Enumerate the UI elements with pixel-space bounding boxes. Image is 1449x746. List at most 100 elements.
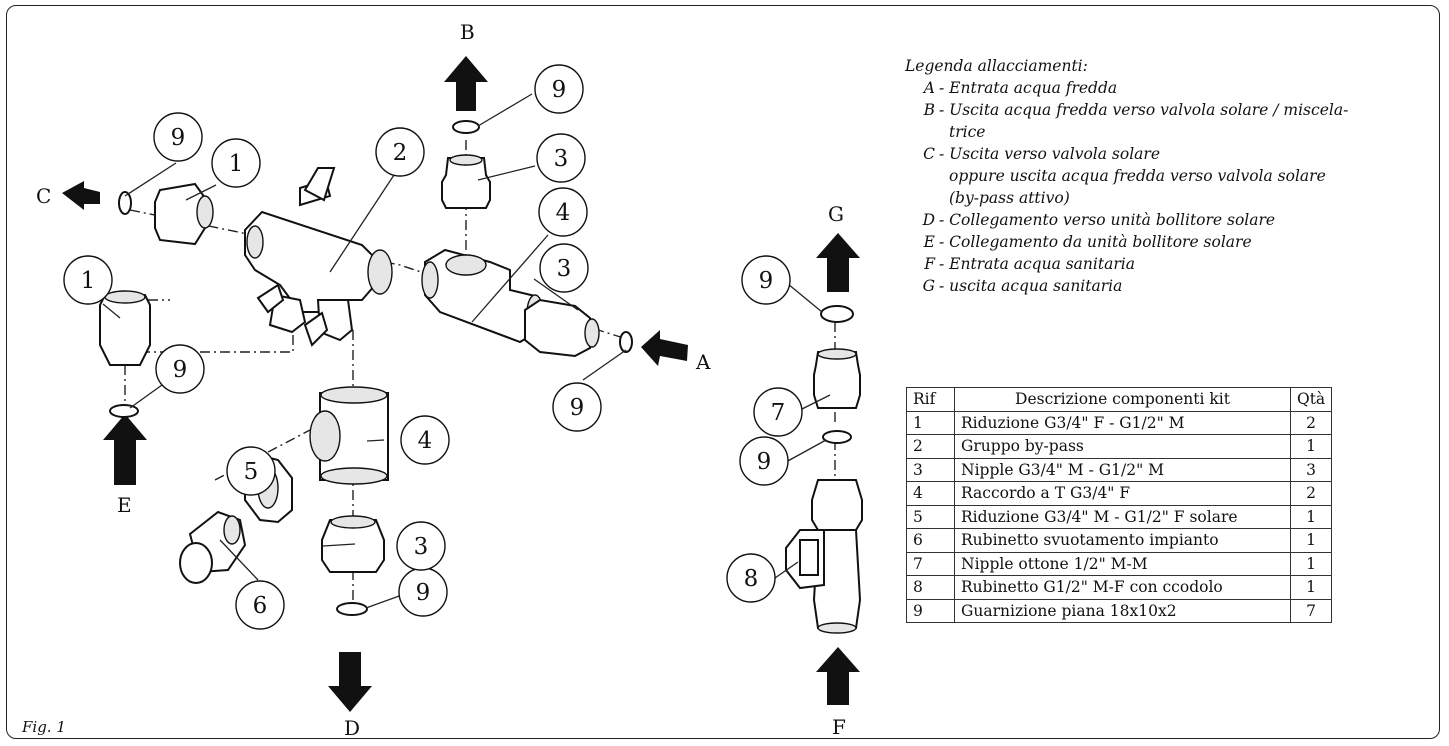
cell-quantity: 1 [1289,551,1333,576]
cell-rif: 8 [906,575,955,600]
tap-8 [785,479,863,634]
nipple-3-right [524,298,600,358]
cell-rif: 2 [906,434,955,459]
header-rif: Rif [906,387,955,412]
gasket [619,331,633,353]
tee-4-bottom [309,386,389,485]
callout-4: 4 [538,187,588,237]
label-e: E [117,493,132,517]
legend-desc: - Collegamento verso unità bollitore sol… [939,211,1276,229]
cell-rif: 6 [906,528,955,553]
figure-label: Fig. 1 [22,718,66,736]
callout-5: 5 [226,446,276,496]
gasket [336,602,368,616]
header-quantity: Qtà [1289,387,1333,412]
cell-rif: 9 [906,598,955,623]
svg-text:3: 3 [557,256,572,282]
cell-rif: 3 [906,457,955,482]
legend-item: A- Entrata acqua fredda [905,77,1425,99]
callout-3: 3 [539,243,589,293]
label-a: A [696,350,711,374]
callout-9: 9 [741,255,791,305]
flow-arrows [62,56,860,712]
label-c: C [36,184,52,208]
svg-text:3: 3 [414,534,429,560]
cell-rif: 1 [906,410,955,435]
svg-text:9: 9 [173,357,188,383]
reducer-1-top [154,182,214,246]
svg-text:2: 2 [393,140,408,166]
cell-description: Riduzione G3/4" M - G1/2" F solare [954,504,1291,529]
callout-2: 2 [375,127,425,177]
cell-quantity: 1 [1289,504,1333,529]
arrow-b [444,56,488,111]
label-g: G [828,202,844,226]
cell-quantity: 1 [1289,528,1333,553]
arrow-c [62,181,100,210]
figure-frame [6,5,1440,739]
cell-description: Nipple G3/4" M - G1/2" M [954,457,1291,482]
cell-description: Gruppo by-pass [954,434,1291,459]
drain-tap-6 [179,510,247,584]
cell-rif: 5 [906,504,955,529]
connections-legend: Legenda allacciamenti: A- Entrata acqua … [905,55,1425,297]
callout-1: 1 [211,138,261,188]
svg-text:4: 4 [556,200,571,226]
legend-item: G- uscita acqua sanitaria [905,275,1425,297]
arrow-d [328,652,372,712]
arrow-e [103,414,147,485]
bypass-group-2 [244,167,393,347]
svg-text:9: 9 [757,449,772,475]
legend-item: B- Uscita acqua fredda verso valvola sol… [905,99,1425,143]
svg-text:1: 1 [81,268,96,294]
callout-9: 9 [534,64,584,114]
callout-3: 3 [396,521,446,571]
legend-desc: - Collegamento da unità bollitore solare [939,233,1252,251]
callout-4: 4 [400,415,450,465]
cell-description: Riduzione G3/4" F - G1/2" M [954,410,1291,435]
legend-item: D- Collegamento verso unità bollitore so… [905,209,1425,231]
legend-desc: - Entrata acqua fredda [939,79,1118,97]
nipple-7 [813,348,861,409]
leader-lines [102,93,831,609]
legend-code: F [924,255,935,273]
callout-3: 3 [536,133,586,183]
legend-code: D [922,211,935,229]
gasket [109,404,139,418]
legend-code: B [923,101,935,119]
cell-quantity: 7 [1289,598,1333,623]
cell-description: Nipple ottone 1/2" M-M [954,551,1291,576]
cell-description: Guarnizione piana 18x10x2 [954,598,1291,623]
arrow-g [816,233,860,292]
svg-text:9: 9 [416,580,431,606]
legend-title: Legenda allacciamenti: [905,57,1088,75]
callout-9: 9 [153,112,203,162]
gasket [452,120,480,134]
legend-code: A [923,79,935,97]
svg-text:9: 9 [552,77,567,103]
cell-quantity: 1 [1289,575,1333,600]
parts [99,120,863,634]
legend-item: E- Collegamento da unità bollitore solar… [905,231,1425,253]
svg-text:6: 6 [253,593,268,619]
cell-quantity: 1 [1289,434,1333,459]
legend-desc: - uscita acqua sanitaria [939,277,1123,295]
callout-1: 1 [63,255,113,305]
svg-text:5: 5 [244,459,259,485]
svg-text:3: 3 [554,146,569,172]
svg-text:9: 9 [759,268,774,294]
callout-6: 6 [235,580,285,630]
label-d: D [344,716,361,740]
svg-text:8: 8 [744,566,759,592]
cell-description: Raccordo a T G3/4" F [954,481,1291,506]
legend-desc: - Uscita acqua fredda verso valvola sola… [939,101,1349,141]
svg-text:4: 4 [418,428,433,454]
